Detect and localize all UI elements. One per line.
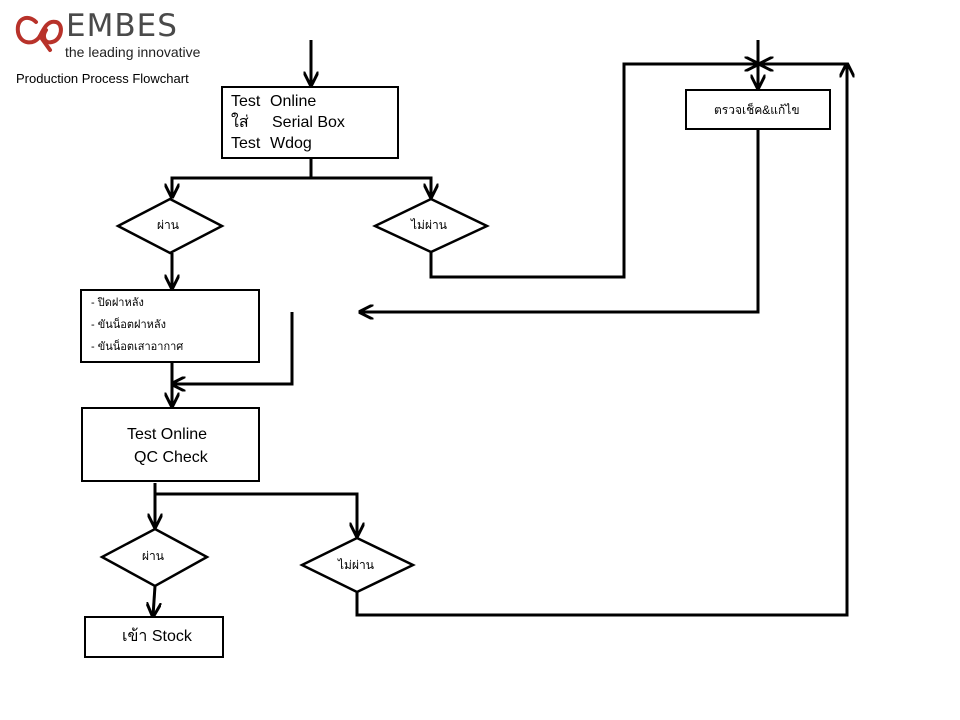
fail-1-label: ไม่ผ่าน xyxy=(411,218,447,232)
test-wdog-label-a: Test xyxy=(231,135,261,152)
company-logo: EMBES the leading innovative xyxy=(14,8,214,68)
check-return-line xyxy=(360,130,760,312)
brand-name: EMBES xyxy=(66,8,178,44)
test-online-box: Test Online ใส่ Serial Box Test Wdog xyxy=(221,86,399,159)
page-title: Production Process Flowchart xyxy=(16,71,189,86)
check-fix-label: ตรวจเช็ค&แก้ไข xyxy=(714,103,800,117)
decision-fail-1 xyxy=(372,197,490,254)
qc-split-line-2 xyxy=(155,492,357,536)
qc-line-1: Test Online xyxy=(127,426,208,443)
embes-logo-icon xyxy=(15,15,63,52)
test-label: Test xyxy=(231,93,261,110)
insert-label: ใส่ xyxy=(231,114,249,131)
split-line-2 xyxy=(311,176,431,197)
test-wdog-label-b: Wdog xyxy=(270,135,312,152)
rejoin-line xyxy=(172,312,294,384)
fail-1-loop xyxy=(429,64,758,279)
pass-1-label: ผ่าน xyxy=(157,218,179,232)
stock-label: เข้า Stock xyxy=(122,628,192,645)
decision-fail-2 xyxy=(299,536,416,594)
assembly-item-close-cover: - ปิดฝาหลัง xyxy=(91,297,144,309)
pass-2-label: ผ่าน xyxy=(142,549,164,563)
check-fix-box: ตรวจเช็ค&แก้ไข xyxy=(685,89,831,130)
stock-box: เข้า Stock xyxy=(84,616,224,658)
fail-2-label: ไม่ผ่าน xyxy=(338,558,374,572)
brand-tagline: the leading innovative xyxy=(65,44,201,60)
serial-box-label: Serial Box xyxy=(272,114,345,131)
decision-pass-1 xyxy=(115,197,225,255)
assembly-item-screw-cover: - ขันน็อตฝาหลัง xyxy=(91,319,167,331)
assembly-box: - ปิดฝาหลัง - ขันน็อตฝาหลัง - ขันน็อตเสา… xyxy=(80,289,260,363)
online-label: Online xyxy=(270,93,317,110)
split-line-1 xyxy=(172,158,313,197)
decision-pass-2 xyxy=(99,527,210,588)
pass-2-arrow xyxy=(153,585,155,616)
fail-2-loop xyxy=(355,64,847,617)
qc-line-2: QC Check xyxy=(134,449,208,466)
assembly-item-screw-antenna: - ขันน็อตเสาอากาศ xyxy=(91,341,184,353)
qc-check-box: Test Online QC Check xyxy=(81,407,260,482)
